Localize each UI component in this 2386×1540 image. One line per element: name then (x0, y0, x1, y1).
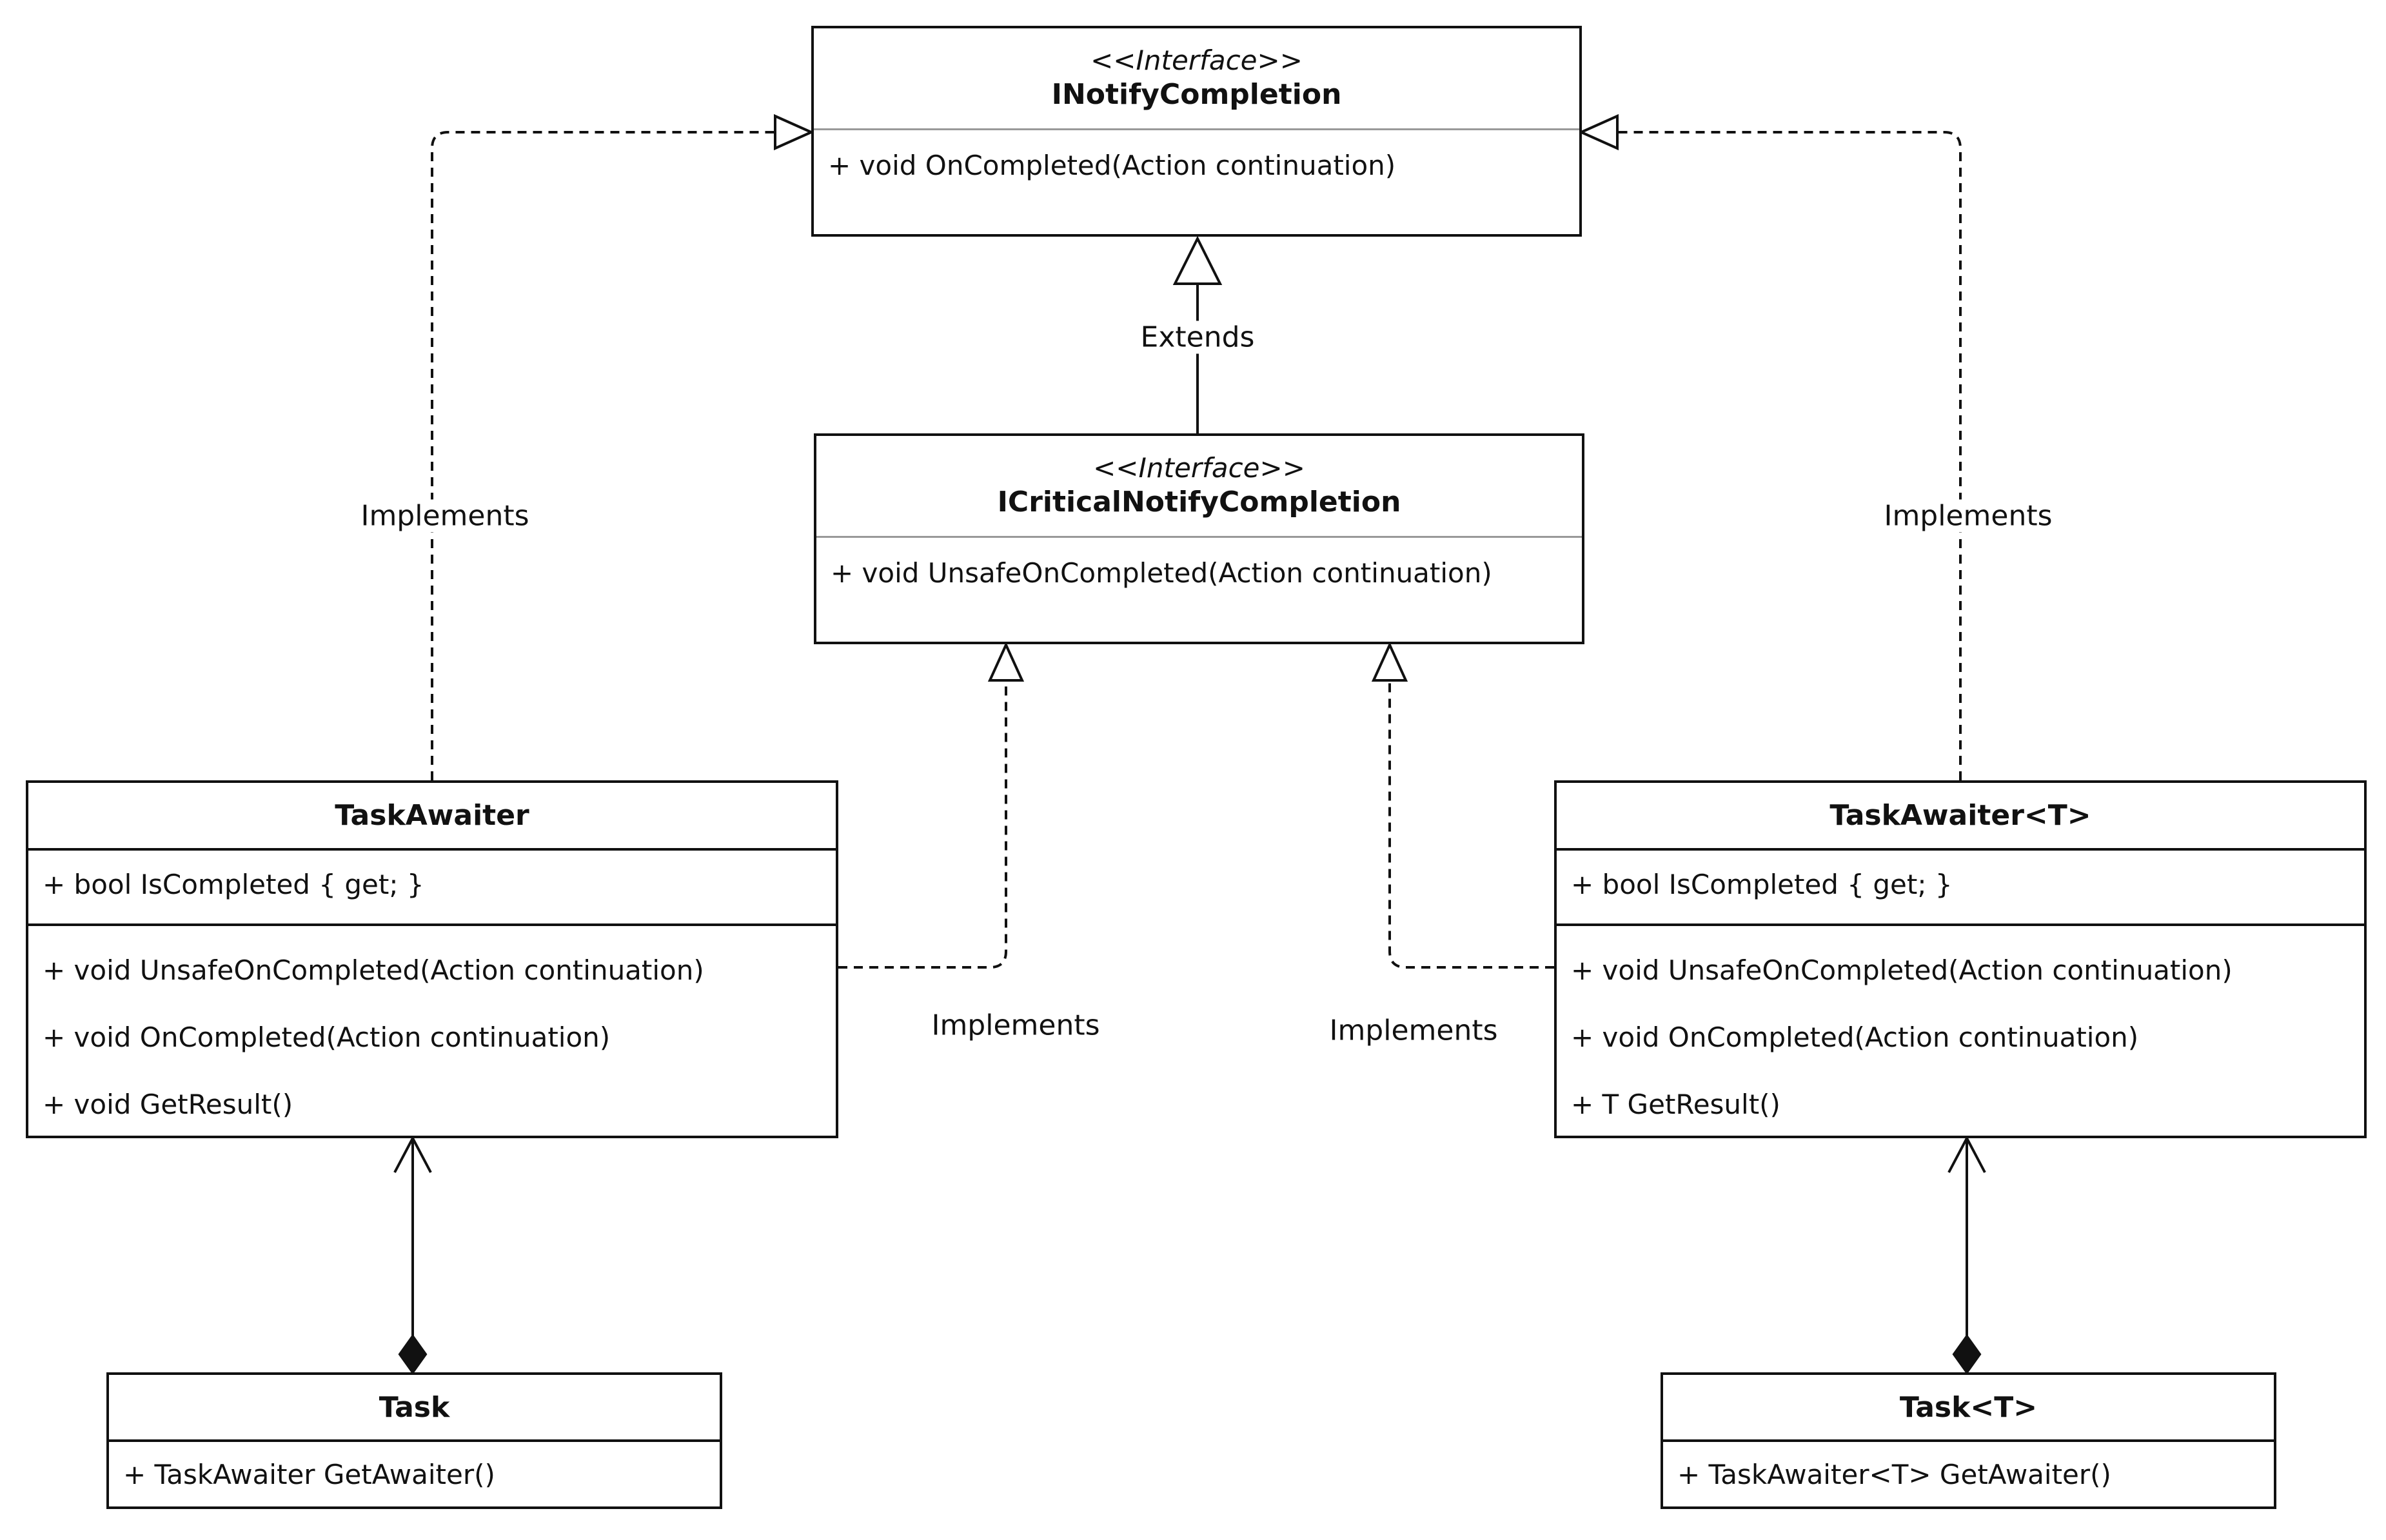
taskawaiter-t-class: TaskAwaiter<T> + bool IsCompleted { get;… (1554, 780, 2367, 1138)
realization-arrowhead-mid-left (987, 642, 1025, 682)
method: + TaskAwaiter GetAwaiter() (123, 1458, 495, 1490)
field-section: + bool IsCompleted { get; } (28, 851, 836, 926)
stereotype-label: <<Interface>> (1093, 451, 1305, 484)
field: + bool IsCompleted { get; } (1571, 868, 1953, 900)
interface-header: <<Interface>> ICriticalNotifyCompletion (816, 436, 1582, 538)
task-class: Task + TaskAwaiter GetAwaiter() (106, 1372, 722, 1509)
method: + void OnCompleted(Action continuation) (828, 149, 1396, 181)
method-section: + void OnCompleted(Action continuation) (814, 130, 1579, 192)
method: + void UnsafeOnCompleted(Action continua… (831, 557, 1492, 589)
stereotype-label: <<Interface>> (1090, 44, 1303, 76)
task-t-class: Task<T> + TaskAwaiter<T> GetAwaiter() (1661, 1372, 2276, 1509)
taskawaiter-class: TaskAwaiter + bool IsCompleted { get; } … (26, 780, 838, 1138)
icriticalnotifycompletion-interface: <<Interface>> ICriticalNotifyCompletion … (814, 433, 1584, 644)
method-section: + void UnsafeOnCompleted(Action continua… (28, 926, 836, 1138)
class-name: INotifyCompletion (1051, 78, 1342, 112)
implements-label-left-top: Implements (355, 499, 535, 533)
open-arrowhead-right (1947, 1135, 1986, 1173)
realization-arrowhead-mid-right (1371, 642, 1408, 682)
class-name: Task<T> (1899, 1390, 2038, 1424)
implements-label-right-top: Implements (1878, 499, 2058, 533)
realization-arrowhead-left (774, 114, 814, 151)
edge-taskawaiter-implements-icritical (838, 680, 1007, 969)
method-section: + TaskAwaiter GetAwaiter() (109, 1442, 720, 1506)
method: + void GetResult() (43, 1088, 293, 1120)
extends-label: Extends (1135, 321, 1260, 354)
method: + T GetResult() (1571, 1088, 1780, 1120)
class-name: TaskAwaiter<T> (1829, 799, 2091, 832)
method-section: + TaskAwaiter<T> GetAwaiter() (1663, 1442, 2274, 1506)
implements-label-left-mid: Implements (926, 1009, 1105, 1042)
class-header: Task (109, 1375, 720, 1442)
method: + void UnsafeOnCompleted(Action continua… (43, 954, 704, 986)
method: + void OnCompleted(Action continuation) (1571, 1021, 2139, 1053)
class-name: Task (379, 1390, 450, 1424)
class-name: TaskAwaiter (335, 799, 529, 832)
class-header: TaskAwaiter<T> (1557, 783, 2364, 851)
method: + void OnCompleted(Action continuation) (43, 1021, 611, 1053)
edge-taskawaiter-t-implements-inotify (1619, 131, 1962, 780)
method: + void UnsafeOnCompleted(Action continua… (1571, 954, 2233, 986)
edge-taskawaiter-t-implements-icritical (1388, 680, 1554, 969)
class-header: TaskAwaiter (28, 783, 836, 851)
generalization-arrowhead (1172, 235, 1223, 285)
realization-arrowhead-right (1578, 114, 1619, 151)
field: + bool IsCompleted { get; } (43, 868, 424, 900)
method: + TaskAwaiter<T> GetAwaiter() (1677, 1458, 2111, 1490)
interface-header: <<Interface>> INotifyCompletion (814, 28, 1579, 130)
method-section: + void UnsafeOnCompleted(Action continua… (1557, 926, 2364, 1138)
composition-diamond-left (398, 1334, 428, 1375)
class-header: Task<T> (1663, 1375, 2274, 1442)
edge-taskawaiter-implements-inotify (431, 131, 774, 780)
implements-label-right-mid: Implements (1324, 1014, 1503, 1047)
open-arrowhead-left (393, 1135, 432, 1173)
class-name: ICriticalNotifyCompletion (997, 486, 1401, 519)
method-section: + void UnsafeOnCompleted(Action continua… (816, 538, 1582, 600)
composition-diamond-right (1952, 1334, 1982, 1375)
inotifycompletion-interface: <<Interface>> INotifyCompletion + void O… (811, 26, 1582, 237)
field-section: + bool IsCompleted { get; } (1557, 851, 2364, 926)
